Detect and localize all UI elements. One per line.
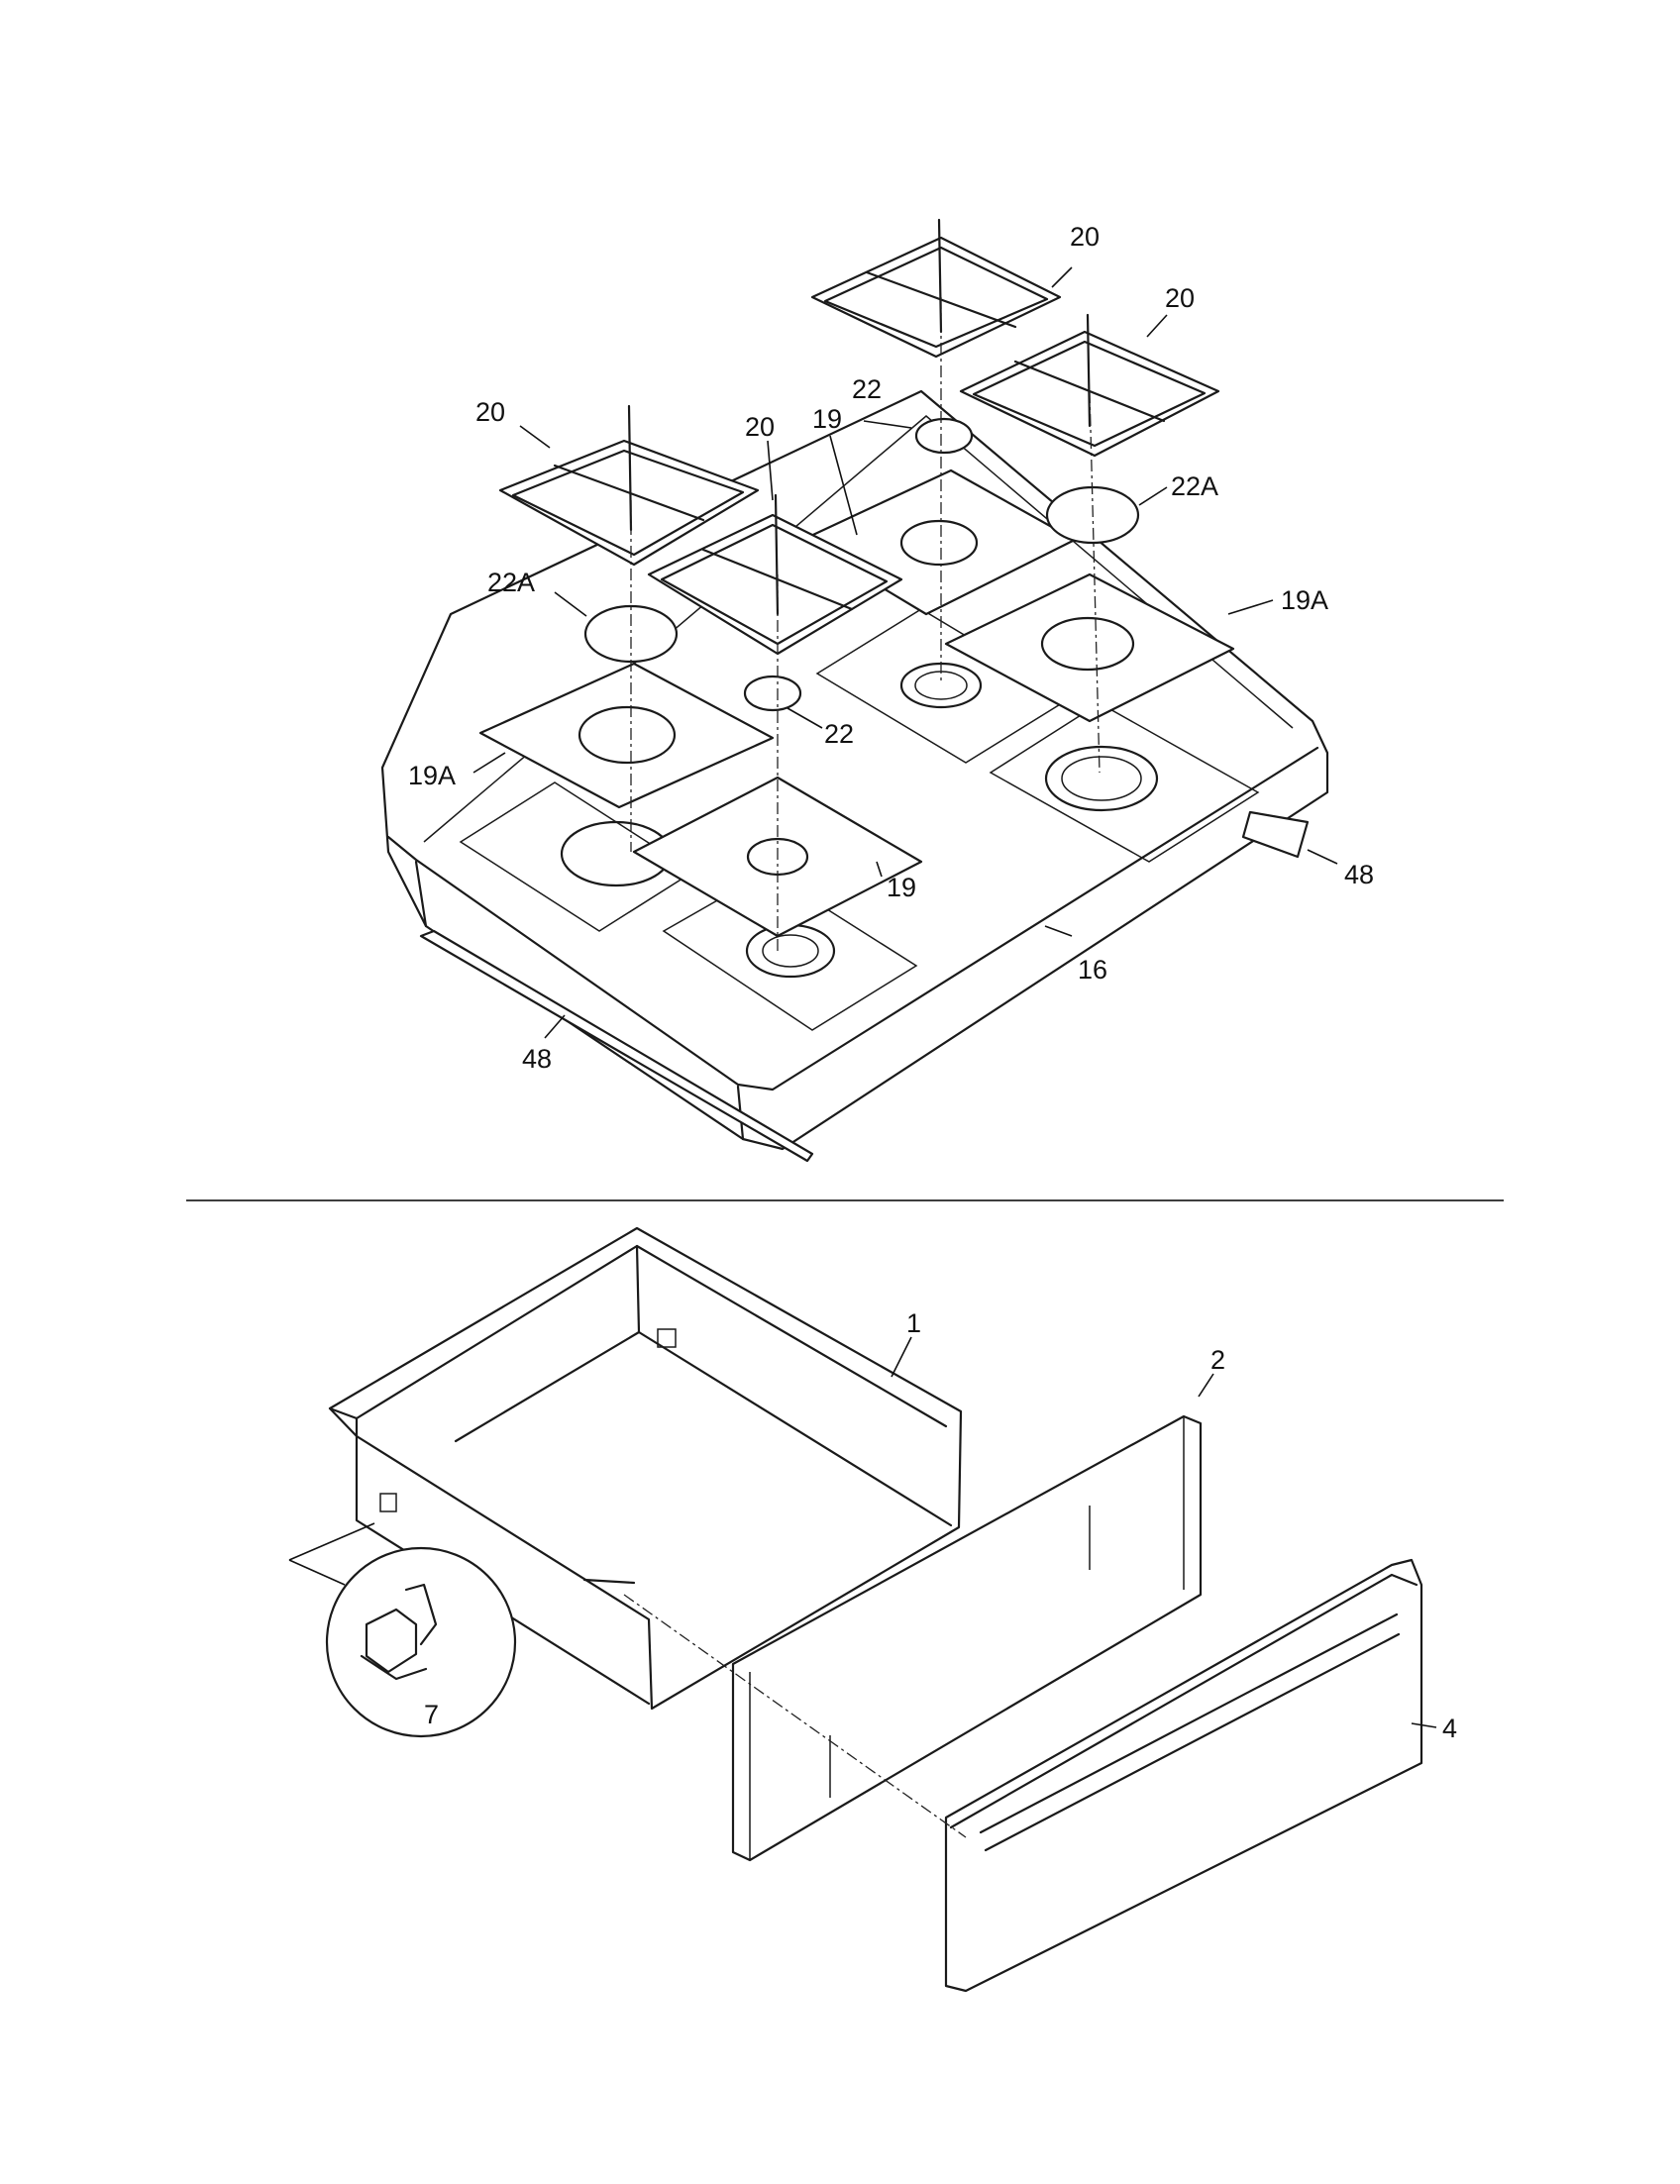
callout-grate-d: 20 [745, 412, 775, 442]
callout-grate-a: 20 [1070, 222, 1100, 252]
callout-cap-small-top: 22 [852, 374, 882, 404]
leader-lines [472, 266, 1437, 1728]
callout-drawer-front-frame: 2 [1210, 1345, 1225, 1375]
callout-labels: 20 20 20 20 22 19 22A 19A 22A 22 19A 19 … [408, 222, 1457, 1743]
drawer-body [328, 1226, 963, 1711]
callout-cap-large-left: 22A [487, 568, 535, 597]
callout-ring-19-top: 19 [812, 404, 842, 434]
drawer-stop-detail [288, 1522, 517, 1738]
trim-strips [419, 810, 1310, 1163]
callout-drawer-panel: 4 [1442, 1714, 1457, 1743]
drawer-axis [623, 1594, 967, 1838]
alignment-axes-top [630, 297, 1101, 951]
callout-cap-large-right: 22A [1171, 471, 1218, 501]
callout-trim-left: 48 [522, 1044, 552, 1074]
callout-trim-right: 48 [1344, 860, 1374, 889]
drawer-front-frame [731, 1414, 1203, 1862]
callout-ring-19-front: 19 [887, 873, 916, 902]
callout-drawer-body: 1 [906, 1308, 921, 1338]
cooktop-assembly [380, 389, 1329, 1151]
callout-grate-b: 20 [1165, 283, 1195, 313]
callout-drawer-stop-detail: 7 [424, 1700, 439, 1729]
callout-ring-19a-left: 19A [408, 761, 456, 790]
callout-cooktop: 16 [1078, 955, 1107, 985]
drawer-panel [944, 1558, 1423, 1993]
callout-grate-c: 20 [475, 397, 505, 427]
callout-ring-19a-right: 19A [1281, 585, 1328, 615]
callout-cap-small-front: 22 [824, 719, 854, 749]
